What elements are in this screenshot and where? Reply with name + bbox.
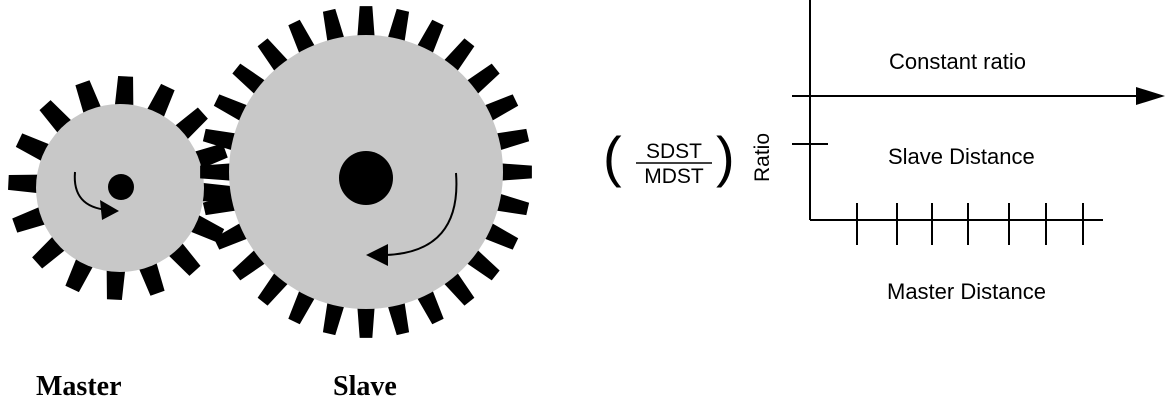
- ratio-graph: Constant ratio Slave Distance Master Dis…: [792, 0, 1165, 304]
- master-distance-ticks: [856, 203, 1084, 245]
- ratio-denominator: MDST: [644, 165, 704, 188]
- constant-ratio-label: Constant ratio: [889, 49, 1026, 74]
- master-gear-hub: [108, 174, 134, 200]
- slave-gear: [200, 6, 532, 338]
- slave-label: Slave: [333, 371, 397, 402]
- slave-gear-hub: [339, 151, 393, 205]
- right-parenthesis: ): [716, 125, 735, 188]
- master-gear: [8, 76, 232, 300]
- master-distance-label: Master Distance: [887, 279, 1046, 304]
- left-parenthesis: (: [603, 125, 622, 188]
- slave-distance-label: Slave Distance: [888, 144, 1035, 169]
- master-label: Master: [36, 371, 122, 402]
- constant-ratio-arrowhead-icon: [1136, 87, 1165, 105]
- ratio-expression: ( SDST MDST ) Ratio: [603, 125, 774, 188]
- slave-rotation-arrowhead-icon: [366, 244, 388, 266]
- master-rotation-arrowhead-icon: [100, 200, 119, 220]
- slave-rotation-arrow-icon: [385, 172, 458, 256]
- ratio-numerator: SDST: [646, 140, 702, 163]
- ratio-axis-label: Ratio: [751, 133, 774, 182]
